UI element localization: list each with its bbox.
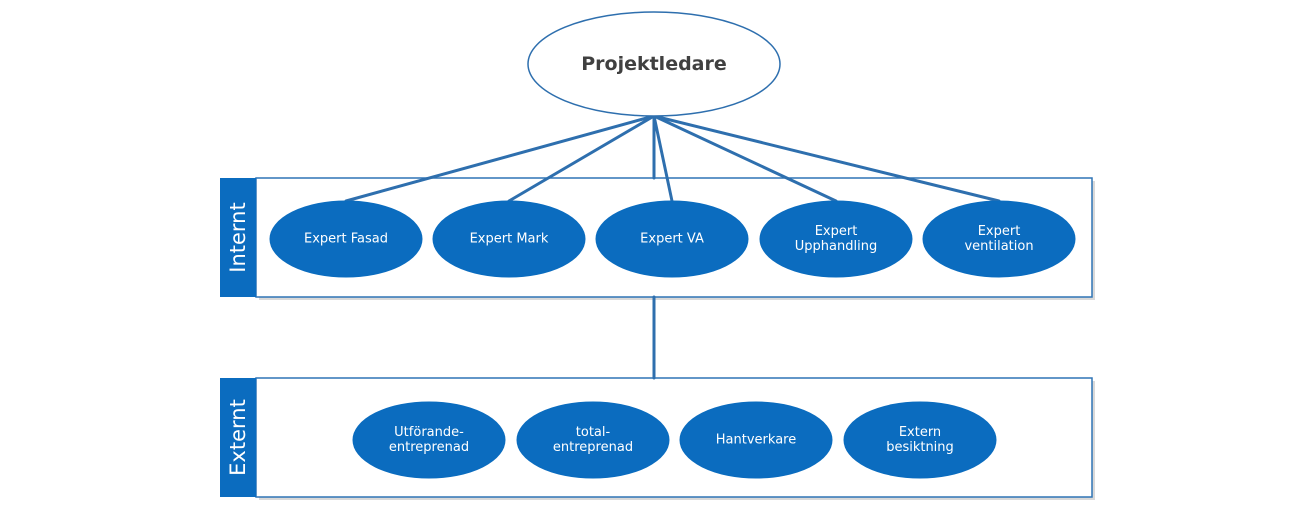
node-label-line: Upphandling — [795, 239, 877, 254]
node-label: Expert Fasad — [304, 232, 388, 247]
connector-lines — [344, 114, 1001, 380]
node-total-entreprenad: total-entreprenad — [516, 401, 670, 479]
node-expert-va: Expert VA — [595, 200, 749, 278]
node-label: Utförande-entreprenad — [389, 425, 469, 455]
root-node-projektledare: Projektledare — [527, 11, 781, 117]
connector-root-to-expert-upphandling — [652, 114, 838, 203]
node-label: total-entreprenad — [553, 425, 633, 455]
node-label-line: entreprenad — [389, 440, 469, 455]
node-expert-fasad: Expert Fasad — [269, 200, 423, 278]
node-label: Expert VA — [640, 232, 704, 247]
node-label-line: ventilation — [964, 239, 1033, 254]
node-label-line: Utförande- — [394, 425, 464, 440]
node-label-line: Expert — [978, 224, 1021, 239]
root-node-label: Projektledare — [581, 53, 727, 75]
root-node-shape — [527, 11, 781, 117]
node-shape — [595, 200, 749, 278]
node-label-line: Expert Fasad — [304, 232, 388, 247]
node-label-line: Extern — [899, 425, 941, 440]
node-expert-mark: Expert Mark — [432, 200, 586, 278]
node-shape — [679, 401, 833, 479]
node-label-line: Expert VA — [640, 232, 704, 247]
node-label-line: besiktning — [886, 440, 954, 455]
node-shape — [759, 200, 913, 278]
node-label: Expert Mark — [470, 232, 549, 247]
node-shape — [352, 401, 506, 479]
group-label: Internt — [226, 202, 250, 272]
node-shape — [922, 200, 1076, 278]
node-label: Hantverkare — [716, 433, 796, 448]
node-shape — [516, 401, 670, 479]
node-utforande-entreprenad: Utförande-entreprenad — [352, 401, 506, 479]
node-shape — [269, 200, 423, 278]
node-shape — [432, 200, 586, 278]
connector-root-to-expert-mark — [507, 114, 656, 203]
node-label-line: entreprenad — [553, 440, 633, 455]
node-hantverkare: Hantverkare — [679, 401, 833, 479]
node-label-line: Expert — [815, 224, 858, 239]
node-shape — [843, 401, 997, 479]
node-label-line: Expert Mark — [470, 232, 549, 247]
connector-root-to-expert-fasad — [344, 114, 656, 203]
connector-root-to-expert-ventilation — [652, 114, 1001, 203]
group-label: Externt — [226, 399, 250, 476]
connector-root-to-expert-va — [652, 114, 674, 203]
node-label-line: Hantverkare — [716, 433, 796, 448]
group-tab — [220, 178, 256, 297]
group-tab — [220, 378, 256, 497]
node-label-line: total- — [576, 425, 611, 440]
